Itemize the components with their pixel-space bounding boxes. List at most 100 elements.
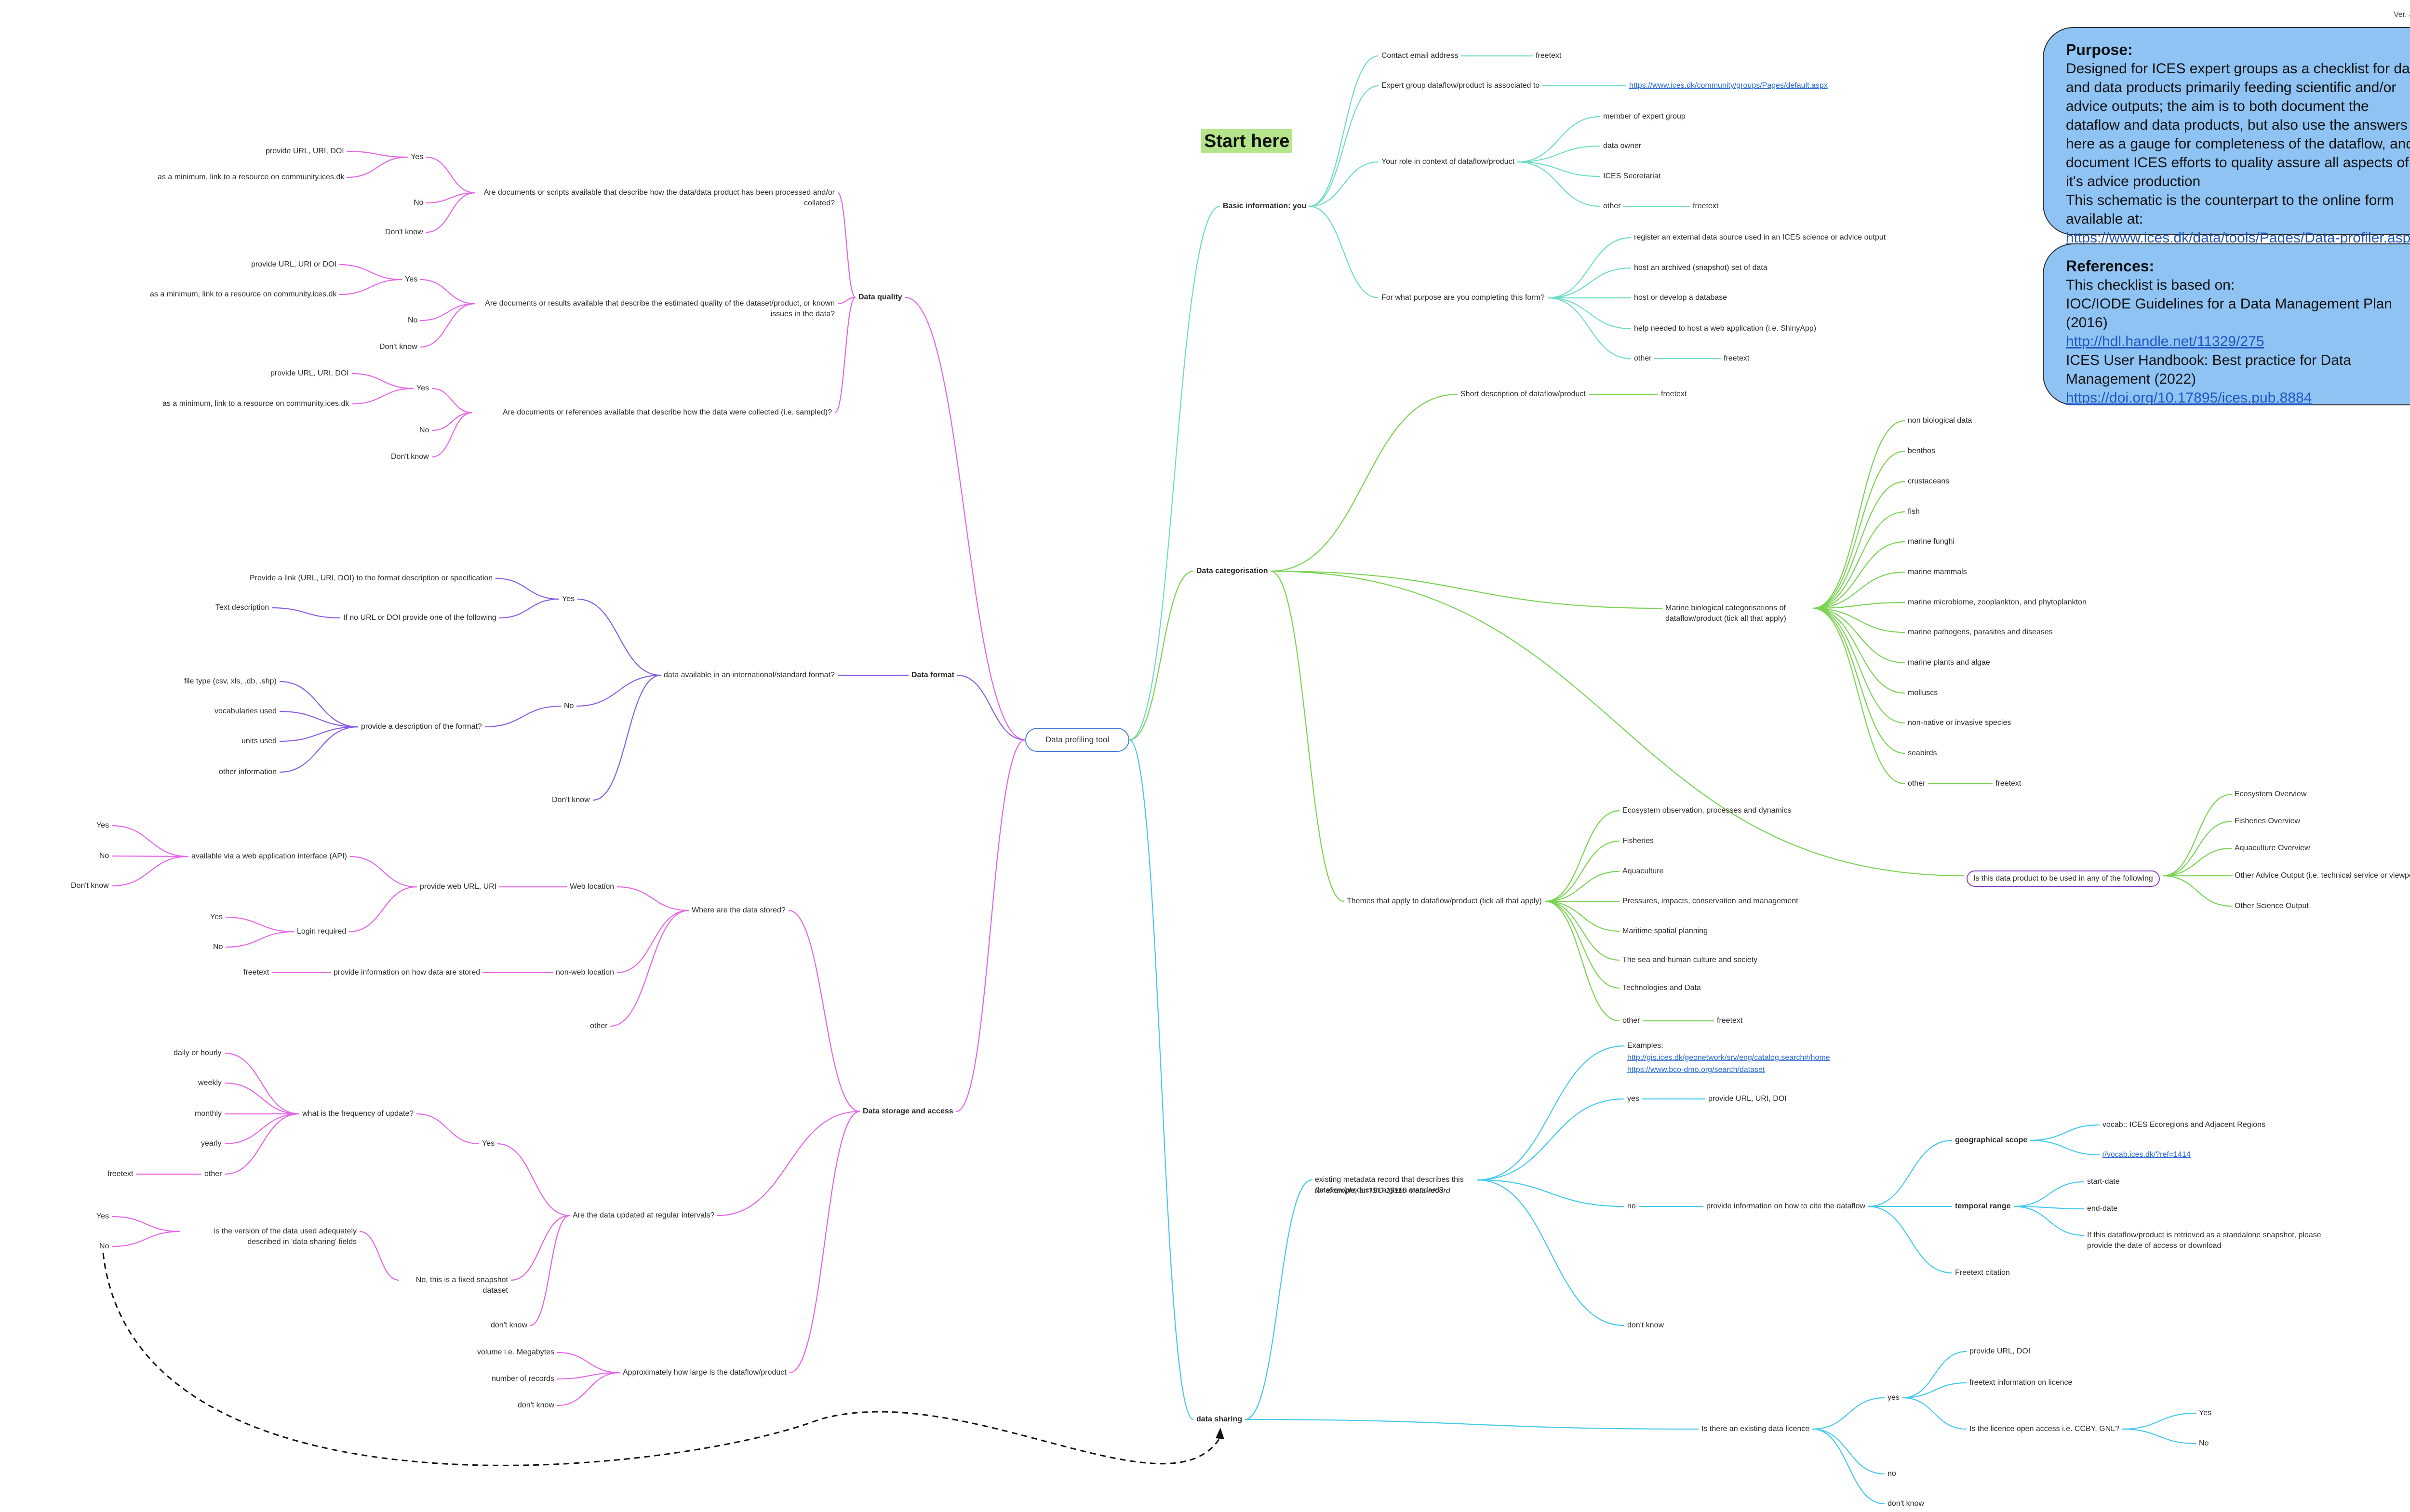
connector-sharing xyxy=(1129,739,1194,1420)
reference-2-link[interactable]: https://doi.org/10.17895/ices.pub.8884 xyxy=(2066,390,2312,406)
node-ex-link1[interactable]: http://gis.ices.dk/geonetwork/srv/eng/ca… xyxy=(1627,1054,1830,1062)
node-lic-open-no: No xyxy=(2199,1439,2209,1447)
connector-format-ifno xyxy=(499,598,560,619)
connector-freq-4 xyxy=(224,1113,300,1175)
node-meta-dk: don't know xyxy=(1627,1321,1664,1329)
connector-role-3 xyxy=(1517,161,1601,207)
node-cite: provide information on how to cite the d… xyxy=(1706,1202,1865,1210)
connector-q2-no xyxy=(420,303,476,321)
connector-purpose-3 xyxy=(1547,297,1632,330)
node-marine-3: fish xyxy=(1908,508,1920,516)
node-purpose-1: host an archived (snapshot) set of data xyxy=(1634,264,1767,272)
connector-marine-4 xyxy=(1812,541,1905,609)
connector-start-date xyxy=(2013,1181,2085,1207)
node-format-dk: Don't know xyxy=(552,796,590,804)
node-product-2: Aquaculture Overview xyxy=(2235,844,2310,852)
connector-q2 xyxy=(837,296,856,305)
connector-meta-yes xyxy=(1476,1098,1625,1181)
connector-marine-6 xyxy=(1812,602,1905,609)
connector-format-item-0 xyxy=(279,681,359,728)
reference-1-link[interactable]: http://hdl.handle.net/11329/275 xyxy=(2066,334,2264,349)
node-lic-yes: yes xyxy=(1888,1393,1900,1402)
connector-quality xyxy=(905,296,1026,741)
node-q3-min: as a minimum, link to a resource on comm… xyxy=(162,400,349,408)
node-role-3: other xyxy=(1603,202,1621,210)
connector-storage xyxy=(956,739,1026,1112)
connector-q3-yes xyxy=(431,388,473,414)
connector-store-other xyxy=(610,910,689,1027)
node-login-opt-1: No xyxy=(213,943,223,951)
connector-q1-yes xyxy=(426,156,476,194)
node-marine-10: non-native or invasive species xyxy=(1908,719,2011,727)
connector-size-1 xyxy=(557,1372,620,1380)
connector-version-opt-0 xyxy=(111,1216,181,1232)
connector-size xyxy=(789,1111,860,1374)
connector-login-opt-1 xyxy=(225,931,295,948)
node-role-other-ft: freetext xyxy=(1693,202,1719,210)
node-licence-q: Is there an existing data licence xyxy=(1701,1425,1810,1433)
connector-marine-12 xyxy=(1812,607,1905,785)
connector-product-2 xyxy=(2162,847,2232,877)
connector-q1-min xyxy=(347,156,408,178)
node-marine-other-ft: freetext xyxy=(1995,779,2022,788)
node-temporal: temporal range xyxy=(1955,1202,2011,1210)
connector-short xyxy=(1270,393,1458,572)
connector-licence-q xyxy=(1245,1418,1699,1430)
node-purpose-2: host or develop a database xyxy=(1634,294,1727,302)
node-q1-yes: Yes xyxy=(411,153,424,161)
arrowhead-icon xyxy=(1216,1428,1224,1439)
connector-version-opt-1 xyxy=(111,1231,181,1247)
connector-marine-1 xyxy=(1812,450,1905,609)
node-theme-4: Maritime spatial planning xyxy=(1622,927,1708,935)
node-marine-9: molluscs xyxy=(1908,689,1938,697)
connector-marine-0 xyxy=(1812,420,1905,609)
node-marine-6: marine microbiome, zooplankton, and phyt… xyxy=(1908,598,2087,606)
connector-role-2 xyxy=(1517,161,1601,177)
connector-meta-no xyxy=(1476,1179,1625,1207)
connector-expert xyxy=(1309,85,1379,207)
node-product-0: Ecosystem Overview xyxy=(2235,790,2307,798)
node-q3-prov: provide URL, URI, DOI xyxy=(270,369,349,377)
node-geo-link[interactable]: //vocab.ices.dk/?ref=1414 xyxy=(2102,1151,2191,1159)
node-contact-ft: freetext xyxy=(1536,52,1562,60)
connector-lic-provide xyxy=(1902,1351,1967,1399)
node-size: Approximately how large is the dataflow/… xyxy=(623,1368,787,1377)
connector-format-item-1 xyxy=(279,710,359,728)
node-themes: Themes that apply to dataflow/product (t… xyxy=(1347,897,1542,905)
connector-login xyxy=(348,886,417,933)
node-format-q: data available in an international/stand… xyxy=(664,671,835,679)
connector-product-0 xyxy=(2162,793,2232,877)
connector-theme-7 xyxy=(1544,900,1620,1022)
connector-format xyxy=(957,674,1026,741)
connector-meta-q xyxy=(1245,1179,1312,1420)
node-expert-link[interactable]: https://www.ices.dk/community/groups/Pag… xyxy=(1629,81,1828,90)
connector-q3-min xyxy=(351,388,414,405)
connector-marine-10 xyxy=(1812,607,1905,724)
connector-geo-link xyxy=(2030,1139,2100,1156)
data-profiler-link[interactable]: https://www.ices.dk/data/tools/Pages/Dat… xyxy=(2066,230,2410,246)
node-lic-no: no xyxy=(1888,1470,1896,1478)
root-node[interactable]: Data profiling tool xyxy=(1025,728,1129,752)
connector-lic-yes xyxy=(1812,1397,1885,1430)
connector-marine-2 xyxy=(1812,481,1905,609)
connector-lic-open-no xyxy=(2122,1428,2196,1445)
node-product-1: Fisheries Overview xyxy=(2235,817,2301,825)
node-format-item-0: file type (csv, xls, .db, .shp) xyxy=(184,677,277,685)
node-marine-12: other xyxy=(1908,779,1926,788)
node-format-item-2: units used xyxy=(241,737,277,745)
node-lic-freetext: freetext information on licence xyxy=(1969,1378,2073,1387)
connector-q3-prov xyxy=(351,373,414,389)
connector-format-item-2 xyxy=(279,726,359,742)
node-product-3: Other Advice Output (i.e. technical serv… xyxy=(2235,871,2410,880)
node-short: Short description of dataflow/product xyxy=(1460,390,1586,398)
connector-theme-5 xyxy=(1544,900,1620,961)
node-quality: Data quality xyxy=(858,293,902,301)
node-freq-3: yearly xyxy=(201,1139,222,1148)
node-ex-link2[interactable]: https://www.bco-dmo.org/search/dataset xyxy=(1627,1066,1765,1074)
connector-lic-open xyxy=(1902,1397,1967,1430)
node-format: Data format xyxy=(911,671,954,679)
node-store-other: other xyxy=(590,1022,608,1030)
reference-2: ICES User Handbook: Best practice for Da… xyxy=(2066,352,2351,387)
connector-nonweb xyxy=(616,910,689,974)
